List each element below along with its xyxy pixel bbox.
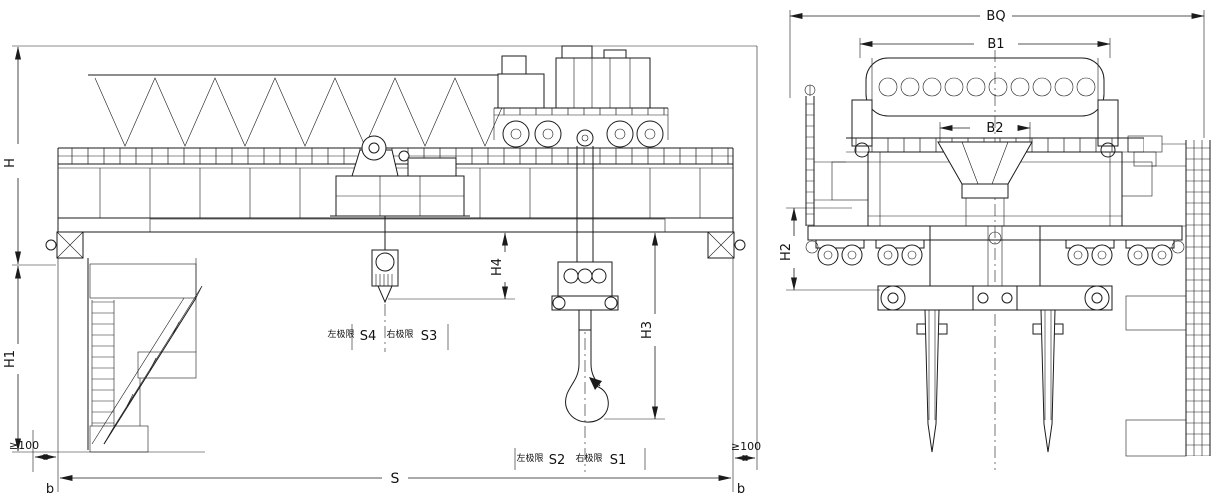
main-hook-block — [551, 146, 619, 472]
dim-label-clearance-left: ≥100 — [9, 439, 39, 452]
dim-label-H1: H1 — [3, 350, 18, 368]
dim-label-H2: H2 — [779, 243, 794, 261]
access-stairs — [87, 258, 203, 453]
trolley-crossbeam — [851, 57, 1119, 158]
end-carriage-wheels — [805, 225, 1185, 266]
dim-label-B2: B2 — [986, 121, 1003, 136]
dim-label-H: H — [3, 158, 18, 168]
end-view-dimensions: BQ B1 B2 H2 — [779, 9, 1205, 291]
dim-label-clearance-right: ≥100 — [731, 440, 761, 453]
trolley — [493, 45, 669, 148]
auxiliary-hook — [371, 216, 399, 352]
left-post-ladder — [804, 84, 846, 226]
dim-label-B1: B1 — [987, 37, 1004, 52]
bridge-cross-section — [831, 137, 1153, 227]
dim-label-b-left: b — [46, 482, 54, 497]
dim-label-H4: H4 — [490, 258, 505, 276]
dim-label-BQ: BQ — [986, 9, 1005, 24]
lower-limit-left-value: S2 — [549, 453, 566, 468]
lower-limit-right-value: S1 — [610, 453, 627, 468]
side-elevation-view: H H1 H4 H3 S b b ≥100 ≥100 左极限 S4 右极限 S3… — [3, 45, 761, 497]
dim-label-S: S — [391, 471, 400, 487]
upper-limit-left-label: 左极限 — [327, 328, 354, 340]
end-buffers — [45, 231, 746, 259]
side-view-dimensions: H H1 H4 H3 S b b ≥100 ≥100 左极限 S4 右极限 S3… — [3, 46, 761, 497]
dim-label-b-right: b — [737, 482, 745, 497]
reference-lines — [12, 45, 758, 492]
lower-limit-right-label: 右极限 — [575, 452, 602, 464]
end-elevation-view: BQ B1 B2 H2 — [779, 9, 1211, 470]
upper-limit-right-label: 右极限 — [386, 328, 413, 340]
side-ladder — [1122, 135, 1211, 457]
festoon-cables — [88, 74, 520, 147]
upper-limit-left-value: S4 — [360, 329, 377, 344]
hoist-machinery — [330, 135, 470, 217]
hook-beam — [877, 226, 1113, 453]
lower-limit-left-label: 左极限 — [516, 452, 543, 464]
upper-limit-right-value: S3 — [421, 329, 438, 344]
dim-label-H3: H3 — [640, 321, 655, 339]
